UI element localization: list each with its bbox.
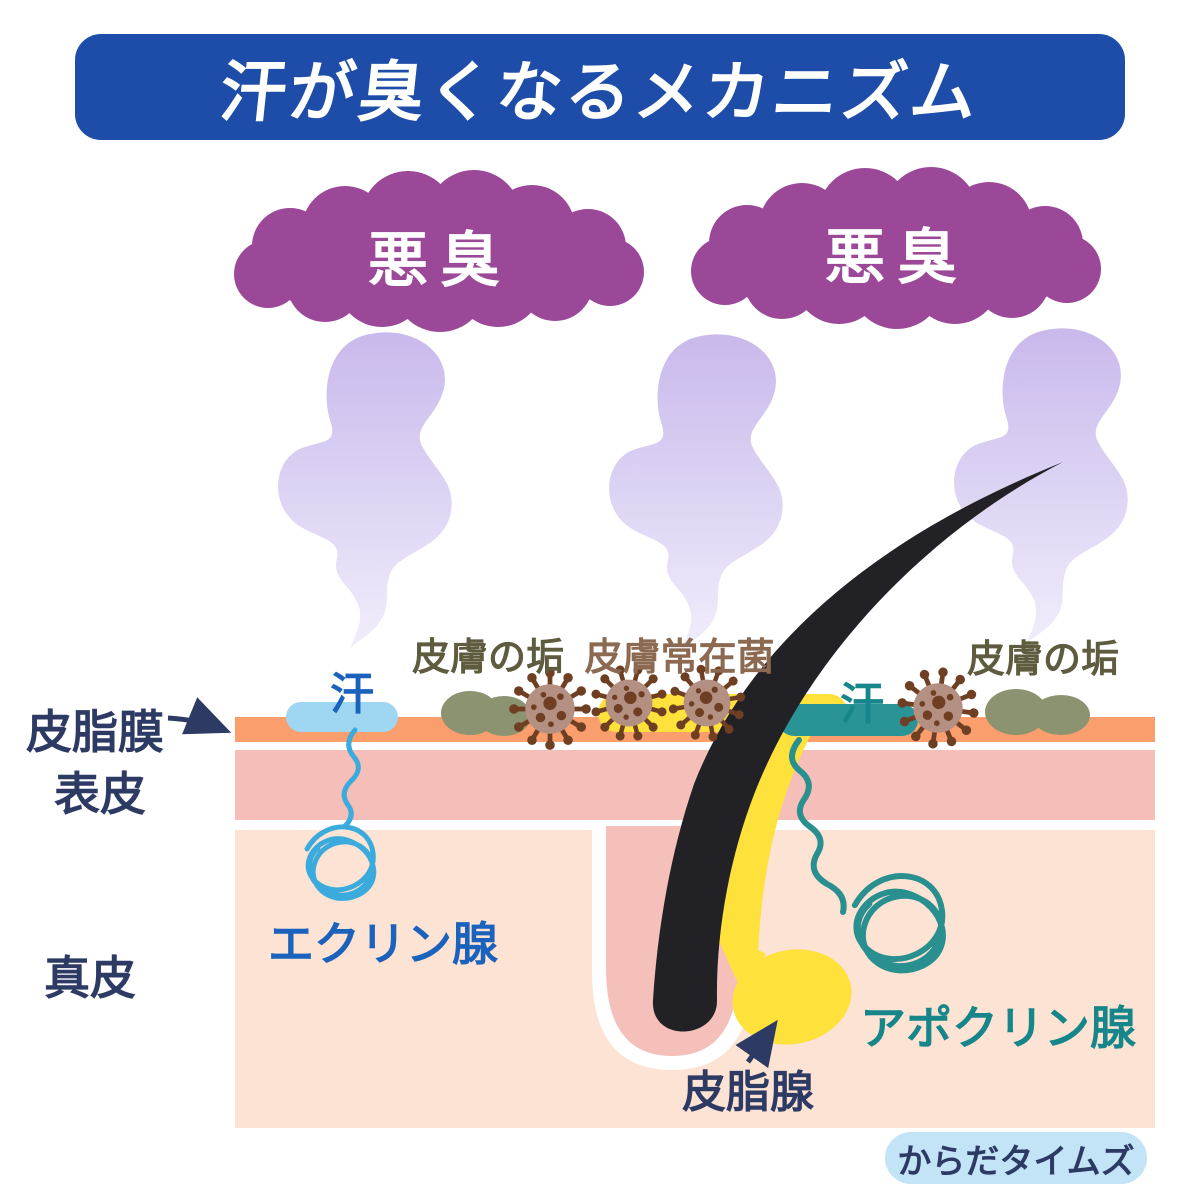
brand-name: からだタイムズ [897,1141,1135,1182]
label-sweat-apocrine: 汗 [840,679,884,730]
label-apocrine-gland: アポクリン腺 [860,1001,1136,1055]
eccrine-gland-coil-icon [307,727,374,898]
sebum-film-arrow [167,697,232,735]
odor-label-left: 悪臭 [368,226,512,296]
title-banner: 汗が臭くなるメカニズム [75,34,1125,140]
apocrine-sweat-drop [778,704,918,736]
label-dermis: 真皮 [44,951,136,1005]
label-sebaceous-gland: 皮脂腺 [682,1067,814,1118]
label-skin-grime-left: 皮膚の垢 [411,635,564,679]
odor-label-right: 悪臭 [825,223,969,293]
page-title: 汗が臭くなるメカニズム [215,54,983,131]
apocrine-gland-coil-icon [789,737,943,970]
label-epidermis: 表皮 [54,767,146,821]
label-skin-bacteria: 皮膚常在菌 [584,635,775,679]
sebaceous-gland-arrow [735,1019,778,1069]
label-sweat-eccrine: 汗 [330,669,374,720]
brand-badge: からだタイムズ [885,1132,1147,1184]
label-skin-grime-right: 皮膚の垢 [966,637,1119,681]
label-eccrine-gland: エクリン腺 [268,917,498,971]
hair-shaft-icon [652,462,1063,1032]
eccrine-sweat-drop [286,702,398,732]
label-sebum-film: 皮脂膜 [26,705,164,759]
vapor-wisp-icon [278,328,1128,650]
